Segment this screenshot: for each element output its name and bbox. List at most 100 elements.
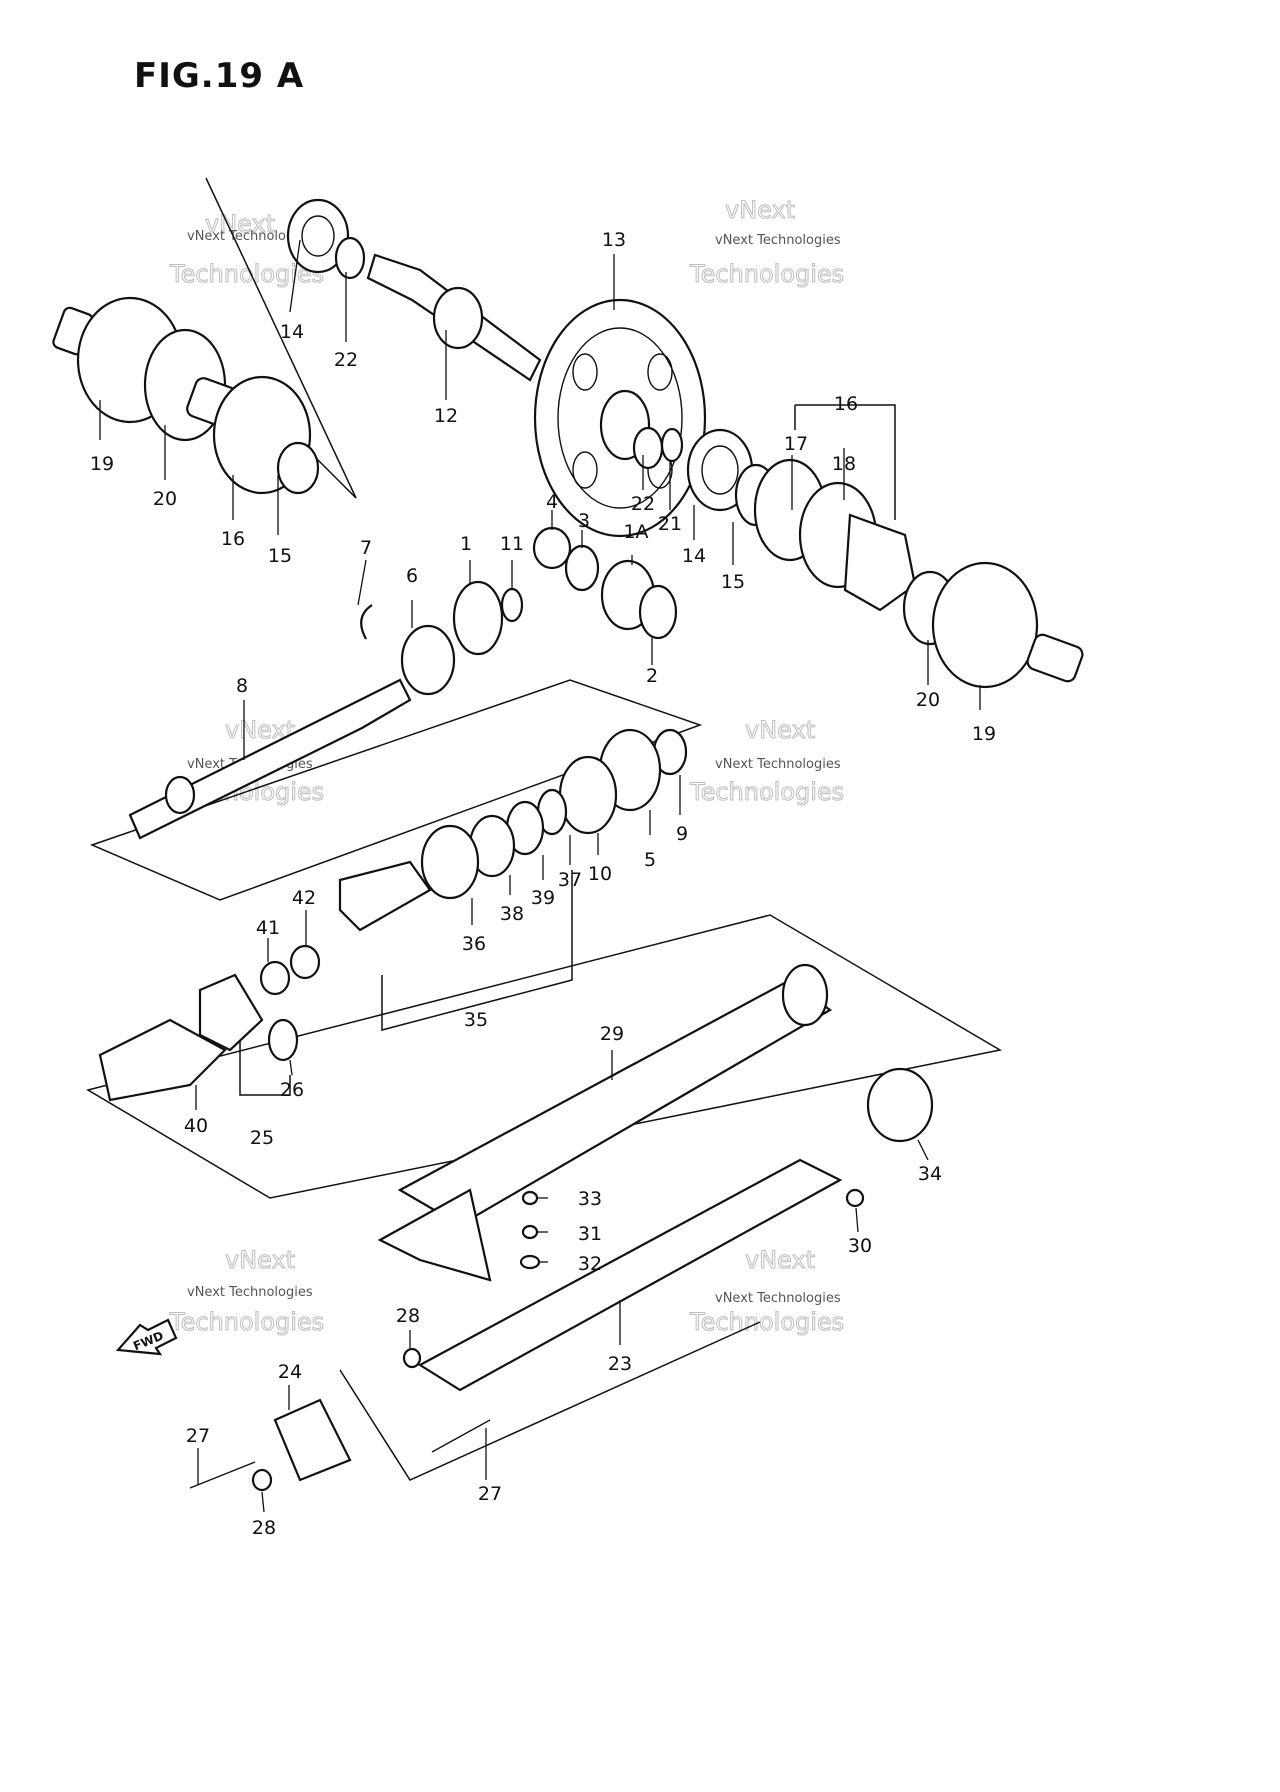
- universal-joint-group: [98, 944, 321, 1102]
- yoke-40: [98, 1018, 227, 1102]
- leader-lines: [99, 239, 981, 1513]
- heat-shield-bracket: [377, 1188, 492, 1282]
- watermark-text: vNext Technologies: [715, 757, 841, 772]
- washer-2: [638, 584, 678, 640]
- yoke-35: [338, 860, 432, 932]
- callout-30: 30: [848, 1235, 872, 1257]
- callout-22-right: 22: [631, 493, 655, 515]
- callout-11: 11: [500, 533, 524, 555]
- callout-22: 22: [334, 349, 358, 371]
- callout-16-right: 16: [834, 393, 858, 415]
- watermark-text: vNext: [745, 1246, 815, 1274]
- output-shaft-collar: [164, 775, 196, 815]
- bush-32: [519, 1254, 541, 1270]
- propeller-shaft-group: [377, 963, 934, 1392]
- watermark-text: Technologies: [689, 778, 844, 806]
- callout-37: 37: [558, 869, 582, 891]
- callout-41: 41: [256, 917, 280, 939]
- callout-24: 24: [278, 1361, 302, 1383]
- callout-33: 33: [578, 1188, 602, 1210]
- upper-bearing: [286, 198, 350, 274]
- output-shaft: [128, 678, 412, 840]
- callout-14-right: 14: [682, 545, 706, 567]
- callout-3: 3: [578, 510, 590, 532]
- callout-2: 2: [646, 665, 658, 687]
- pinion-gear: [432, 286, 484, 350]
- callout-39: 39: [531, 887, 555, 909]
- upper-bearing-bore: [301, 215, 335, 257]
- callout-35: 35: [464, 1009, 488, 1031]
- nut-28-upper: [402, 1347, 422, 1369]
- callout-27-right: 27: [478, 1483, 502, 1505]
- callout-34: 34: [918, 1163, 942, 1185]
- differential-small-parts: [360, 526, 678, 696]
- left-inner-joint: [276, 441, 320, 495]
- callout-20-right: 20: [916, 689, 940, 711]
- watermark-text: vNext Technologies: [715, 1291, 841, 1306]
- watermark-text: vNext Technologies: [187, 1285, 313, 1300]
- callout-9: 9: [676, 823, 688, 845]
- watermark-text: vNext: [745, 716, 815, 744]
- forward-arrow-shape: [115, 1318, 178, 1356]
- circlip-26: [267, 1018, 299, 1062]
- universal-joint: [843, 513, 917, 612]
- callout-19-right: 19: [972, 723, 996, 745]
- callout-15: 15: [268, 545, 292, 567]
- callout-14: 14: [280, 321, 304, 343]
- callout-27: 27: [186, 1425, 210, 1447]
- parts: FWD: [52, 198, 1084, 1492]
- bracket-16: [795, 404, 896, 520]
- callout-19: 19: [90, 453, 114, 475]
- bearing-6: [400, 624, 456, 696]
- right-outer-boot: [931, 561, 1039, 689]
- callout-labels: 13 14 22 12 19 20 16 15 16 17 18 4 3 22 …: [90, 229, 996, 1539]
- callout-15-right: 15: [721, 571, 745, 593]
- bolt-30: [845, 1188, 865, 1208]
- nut-41: [259, 960, 291, 996]
- watermark-text: Technologies: [689, 260, 844, 288]
- upper-pinion-shaft: [286, 198, 542, 382]
- figure-title: FIG.19 A: [134, 56, 305, 96]
- right-drive-shaft-assembly: [753, 458, 1084, 689]
- callout-12: 12: [434, 405, 458, 427]
- callout-28-lower: 28: [252, 1517, 276, 1539]
- ring-gear: [533, 298, 707, 538]
- gear-1: [452, 580, 504, 656]
- spider-25: [198, 973, 264, 1052]
- callout-21: 21: [658, 513, 682, 535]
- callout-16: 16: [221, 528, 245, 550]
- bracket-25: [239, 1040, 291, 1096]
- washer-3: [564, 544, 600, 592]
- forward-arrow: FWD: [115, 1318, 178, 1356]
- callout-26: 26: [280, 1079, 304, 1101]
- callout-6: 6: [406, 565, 418, 587]
- clip-7: [360, 604, 373, 640]
- shaft-group-parts: [338, 728, 688, 932]
- nut-28-lower: [251, 1468, 273, 1492]
- upper-circlip: [334, 236, 366, 280]
- frame-line-top-left: [205, 177, 357, 499]
- washer-42: [289, 944, 321, 980]
- flange-36: [420, 824, 480, 900]
- watermark-top-right: Technologies vNext vNext Technologies: [689, 196, 845, 289]
- watermark-bottom-right: Technologies vNext vNext Technologies: [689, 1246, 845, 1337]
- callout-23: 23: [608, 1353, 632, 1375]
- watermark-text: vNext Technologies: [187, 229, 313, 244]
- callout-8: 8: [236, 675, 248, 697]
- cover-29-end: [781, 963, 829, 1027]
- callout-38: 38: [500, 903, 524, 925]
- callout-1: 1: [460, 533, 472, 555]
- right-bearing-14-bore: [701, 445, 739, 495]
- watermark-text: Technologies: [689, 1308, 844, 1336]
- callout-18: 18: [832, 453, 856, 475]
- callout-13: 13: [602, 229, 626, 251]
- yoke-24: [273, 1398, 352, 1482]
- bolt-27-left: [189, 1461, 256, 1489]
- bottom-yoke-group: [189, 1347, 491, 1492]
- callout-36: 36: [462, 933, 486, 955]
- callout-10: 10: [588, 863, 612, 885]
- callout-29: 29: [600, 1023, 624, 1045]
- nut-33: [521, 1190, 539, 1206]
- frame-propeller-group: [86, 914, 1003, 1199]
